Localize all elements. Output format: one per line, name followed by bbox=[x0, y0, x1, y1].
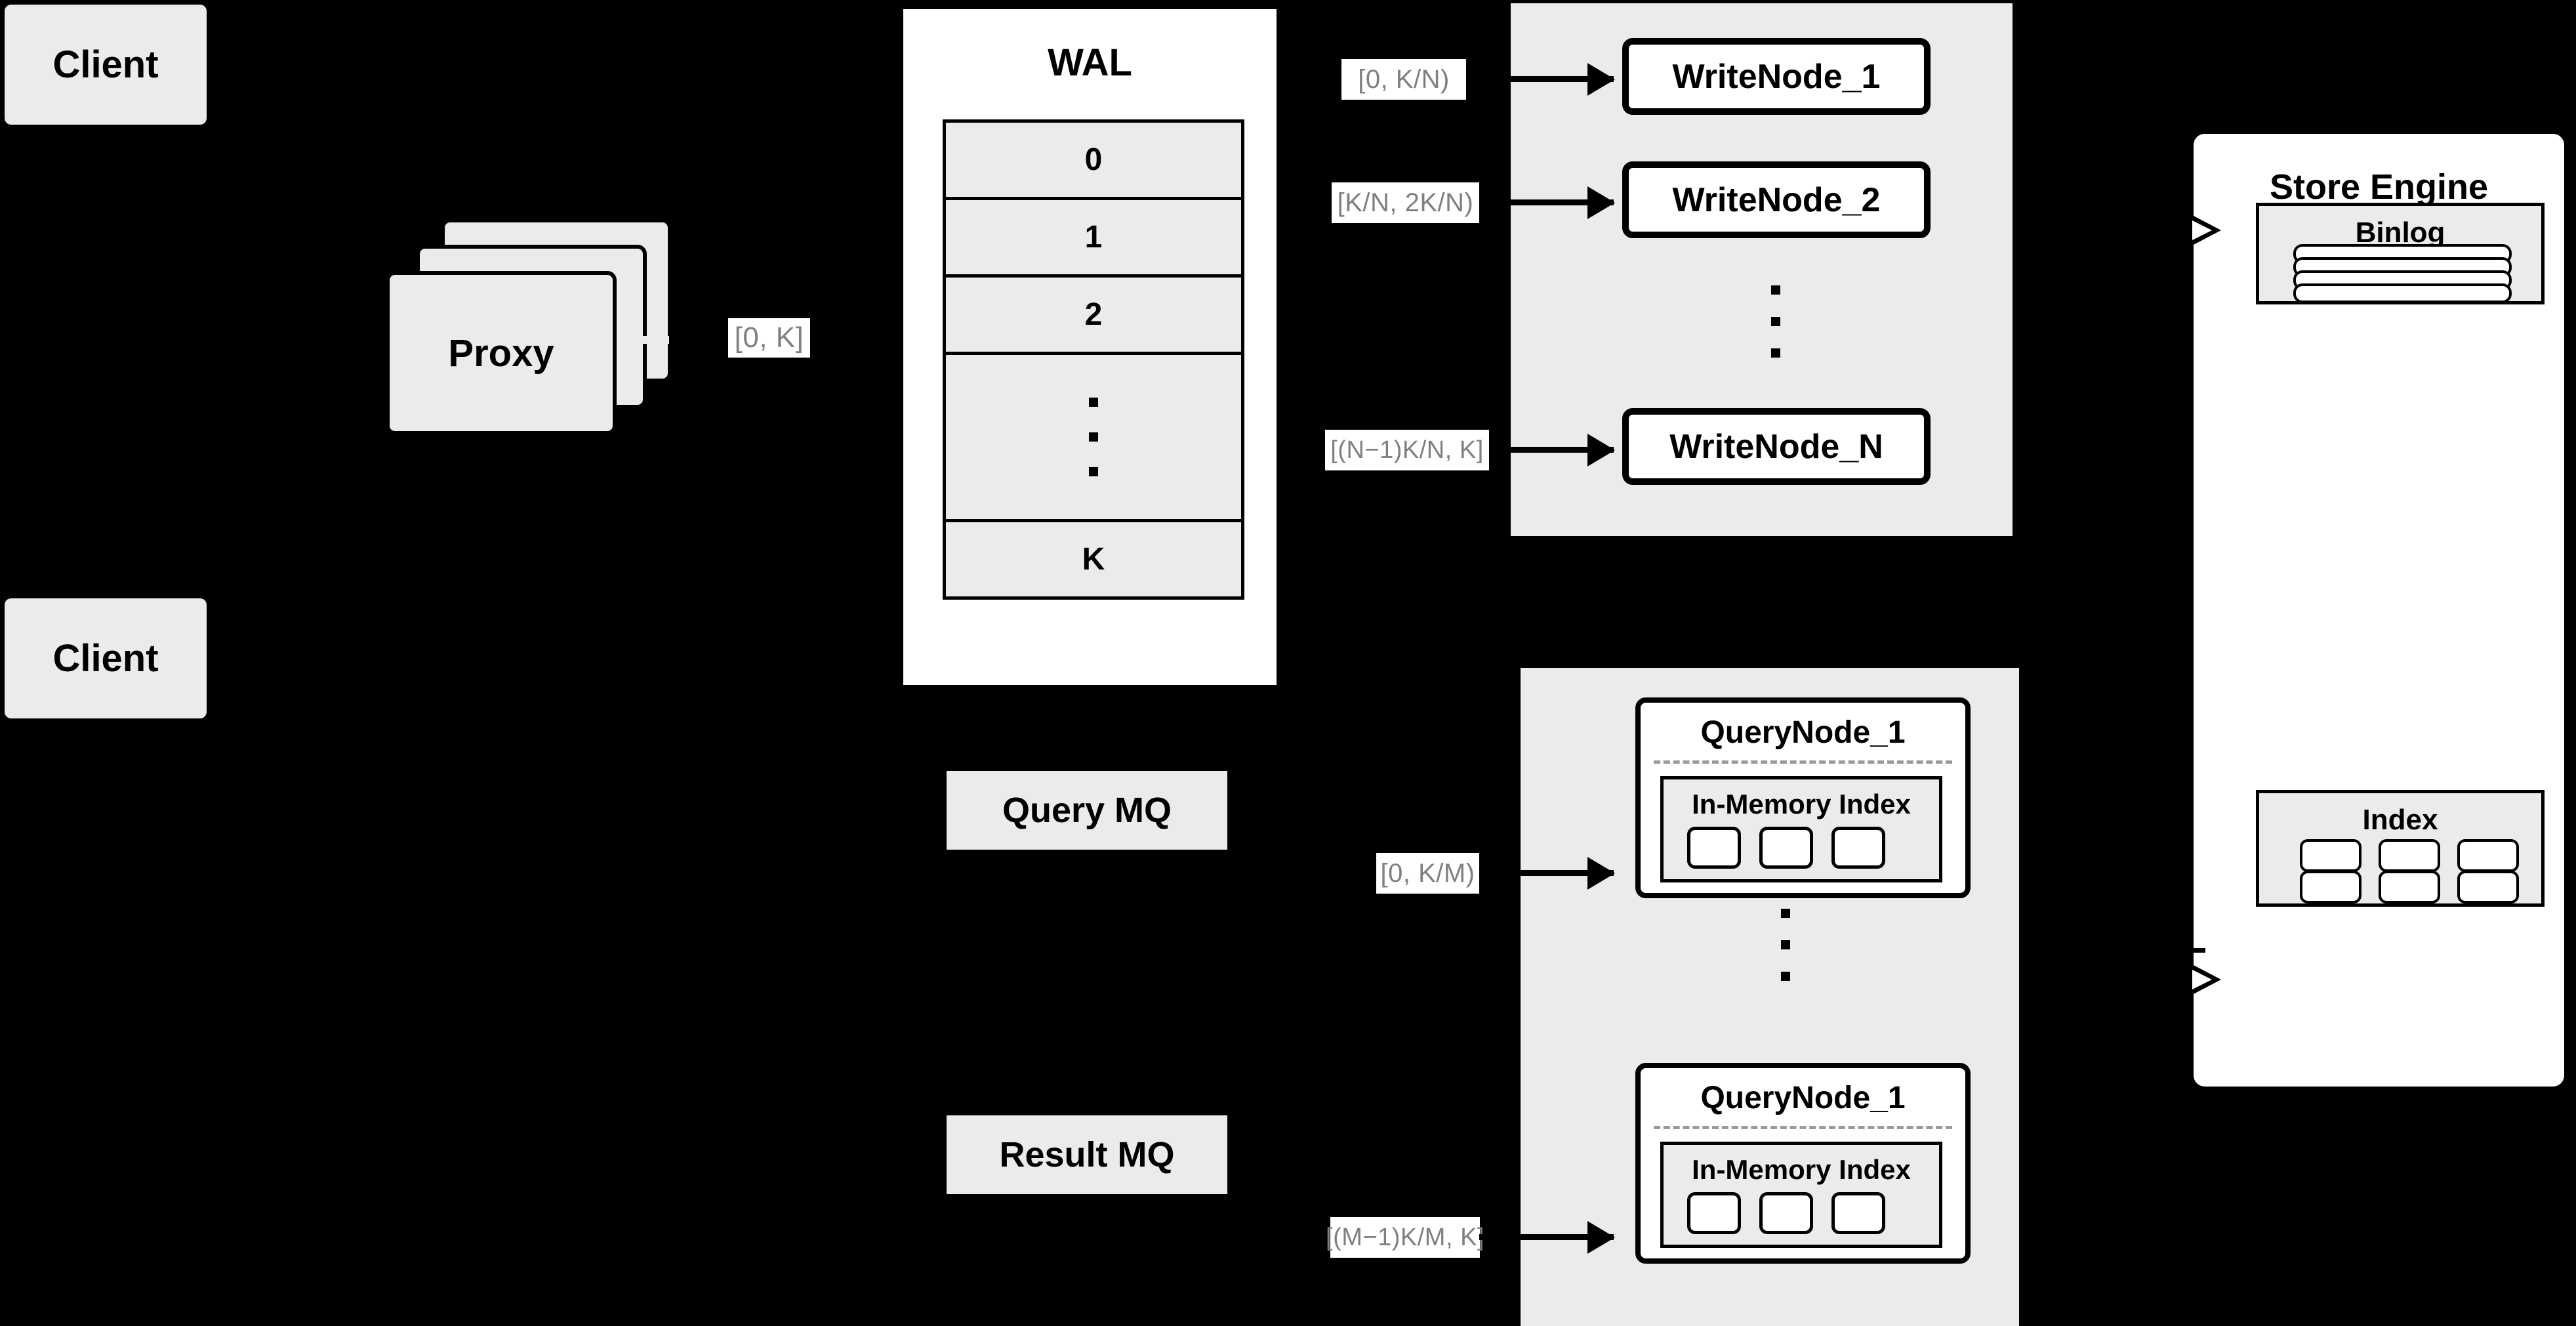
range-label-query-node-m: [(M−1)K/M, K] bbox=[1326, 1217, 1484, 1258]
range-label-write-node-n-text: [(N−1)K/N, K] bbox=[1330, 436, 1484, 464]
arrow-right-open-icon-index bbox=[2192, 965, 2221, 994]
index-title: Index bbox=[2362, 804, 2438, 836]
arrow-line-write-node-1 bbox=[1479, 76, 1614, 82]
arrow-right-open-icon-binlog bbox=[2192, 216, 2221, 245]
query-node-1-separator bbox=[1654, 760, 1952, 764]
index-cell-5 bbox=[2379, 871, 2440, 903]
wal-title: WAL bbox=[1048, 41, 1132, 84]
query-node-m-separator bbox=[1654, 1126, 1952, 1129]
index-cell-3 bbox=[2457, 839, 2519, 872]
query-node-m-in-memory-index: In-Memory Index bbox=[1660, 1142, 1942, 1248]
proxy-connector-stub bbox=[630, 336, 669, 344]
write-node-1-label: WriteNode_1 bbox=[1672, 57, 1881, 96]
query-node-1-index-cell-2 bbox=[1759, 827, 1813, 869]
wal-row-2: 2 bbox=[946, 278, 1241, 355]
vertical-ellipsis-icon-write-nodes bbox=[1771, 285, 1780, 358]
write-node-2-label: WriteNode_2 bbox=[1672, 180, 1881, 219]
index-cell-6 bbox=[2457, 871, 2519, 903]
arrow-right-solid-icon-wn2 bbox=[1587, 186, 1615, 219]
query-mq-box: Query MQ bbox=[947, 771, 1227, 850]
index-panel: Index bbox=[2256, 790, 2545, 907]
client-box-2: Client bbox=[5, 598, 207, 718]
write-node-n-label: WriteNode_N bbox=[1669, 427, 1883, 466]
wal-row-0: 0 bbox=[946, 123, 1241, 200]
query-node-1-title: QueryNode_1 bbox=[1700, 715, 1906, 750]
arrow-line-to-index bbox=[2165, 948, 2205, 953]
arrow-right-solid-icon-wnn bbox=[1587, 434, 1615, 466]
index-cell-1 bbox=[2300, 839, 2361, 872]
query-node-1-in-memory-index-title: In-Memory Index bbox=[1692, 789, 1911, 819]
vertical-ellipsis-icon-query-nodes bbox=[1781, 909, 1790, 981]
arrow-line-write-node-2 bbox=[1479, 199, 1614, 205]
binlog-row-4 bbox=[2293, 283, 2512, 303]
binlog-title: Binlog bbox=[2355, 217, 2445, 249]
arrow-line-query-node-1 bbox=[1479, 870, 1614, 876]
arrow-right-solid-icon-qnm bbox=[1587, 1221, 1615, 1254]
store-engine-box: Store Engine Binlog Index bbox=[2188, 128, 2570, 1092]
query-mq-label: Query MQ bbox=[1002, 791, 1172, 830]
range-label-write-node-1-text: [0, K/N) bbox=[1358, 64, 1450, 94]
result-mq-box: Result MQ bbox=[947, 1115, 1227, 1194]
client-box-1-label: Client bbox=[52, 43, 159, 86]
binlog-panel: Binlog bbox=[2256, 203, 2545, 304]
range-label-proxy-to-wal: [0, K] bbox=[728, 318, 810, 358]
wal-row-ellipsis bbox=[946, 355, 1241, 522]
range-label-query-node-1-text: [0, K/M) bbox=[1380, 858, 1475, 888]
arrow-line-query-node-m bbox=[1479, 1234, 1614, 1240]
write-node-n[interactable]: WriteNode_N bbox=[1622, 408, 1931, 485]
range-label-query-node-1: [0, K/M) bbox=[1376, 853, 1479, 894]
query-node-m[interactable]: QueryNode_1 In-Memory Index bbox=[1635, 1063, 1971, 1264]
range-label-query-node-m-text: [(M−1)K/M, K] bbox=[1326, 1223, 1484, 1251]
wal-entry-table: 0 1 2 K bbox=[943, 119, 1244, 600]
arrow-line-write-node-n bbox=[1489, 447, 1614, 453]
proxy-card-front: Proxy bbox=[386, 271, 617, 435]
query-node-1-index-cell-1 bbox=[1687, 827, 1741, 869]
arrow-right-solid-icon-qn1 bbox=[1587, 857, 1615, 890]
result-mq-label: Result MQ bbox=[999, 1135, 1175, 1174]
range-label-write-node-2-text: [K/N, 2K/N) bbox=[1337, 188, 1474, 217]
query-node-m-index-cell-1 bbox=[1687, 1192, 1741, 1234]
query-node-m-in-memory-index-title: In-Memory Index bbox=[1692, 1154, 1911, 1185]
query-node-1-in-memory-index: In-Memory Index bbox=[1660, 776, 1942, 882]
query-node-m-index-cell-2 bbox=[1759, 1192, 1813, 1234]
client-box-2-label: Client bbox=[52, 637, 159, 680]
arrow-right-solid-icon-wn1 bbox=[1587, 63, 1615, 96]
index-cell-4 bbox=[2300, 871, 2361, 903]
proxy-label: Proxy bbox=[448, 331, 554, 375]
range-label-proxy-to-wal-text: [0, K] bbox=[734, 321, 804, 354]
write-node-2[interactable]: WriteNode_2 bbox=[1622, 161, 1931, 238]
query-node-1[interactable]: QueryNode_1 In-Memory Index bbox=[1635, 697, 1971, 898]
wal-row-1: 1 bbox=[946, 200, 1241, 278]
wal-box: WAL 0 1 2 K bbox=[897, 3, 1282, 691]
wal-row-k: K bbox=[946, 522, 1241, 596]
write-node-1[interactable]: WriteNode_1 bbox=[1622, 38, 1931, 115]
index-cell-2 bbox=[2379, 839, 2440, 872]
range-label-write-node-2: [K/N, 2K/N) bbox=[1332, 182, 1479, 223]
range-label-write-node-n: [(N−1)K/N, K] bbox=[1325, 430, 1489, 470]
query-node-m-title: QueryNode_1 bbox=[1700, 1081, 1906, 1115]
arrow-line-to-binlog bbox=[2165, 228, 2205, 232]
query-node-1-index-cell-3 bbox=[1831, 827, 1885, 869]
query-node-m-index-cell-3 bbox=[1831, 1192, 1885, 1234]
store-engine-title: Store Engine bbox=[2269, 167, 2489, 207]
range-label-write-node-1: [0, K/N) bbox=[1341, 59, 1466, 100]
vertical-ellipsis-icon bbox=[1089, 398, 1098, 476]
client-box-1: Client bbox=[5, 5, 207, 125]
